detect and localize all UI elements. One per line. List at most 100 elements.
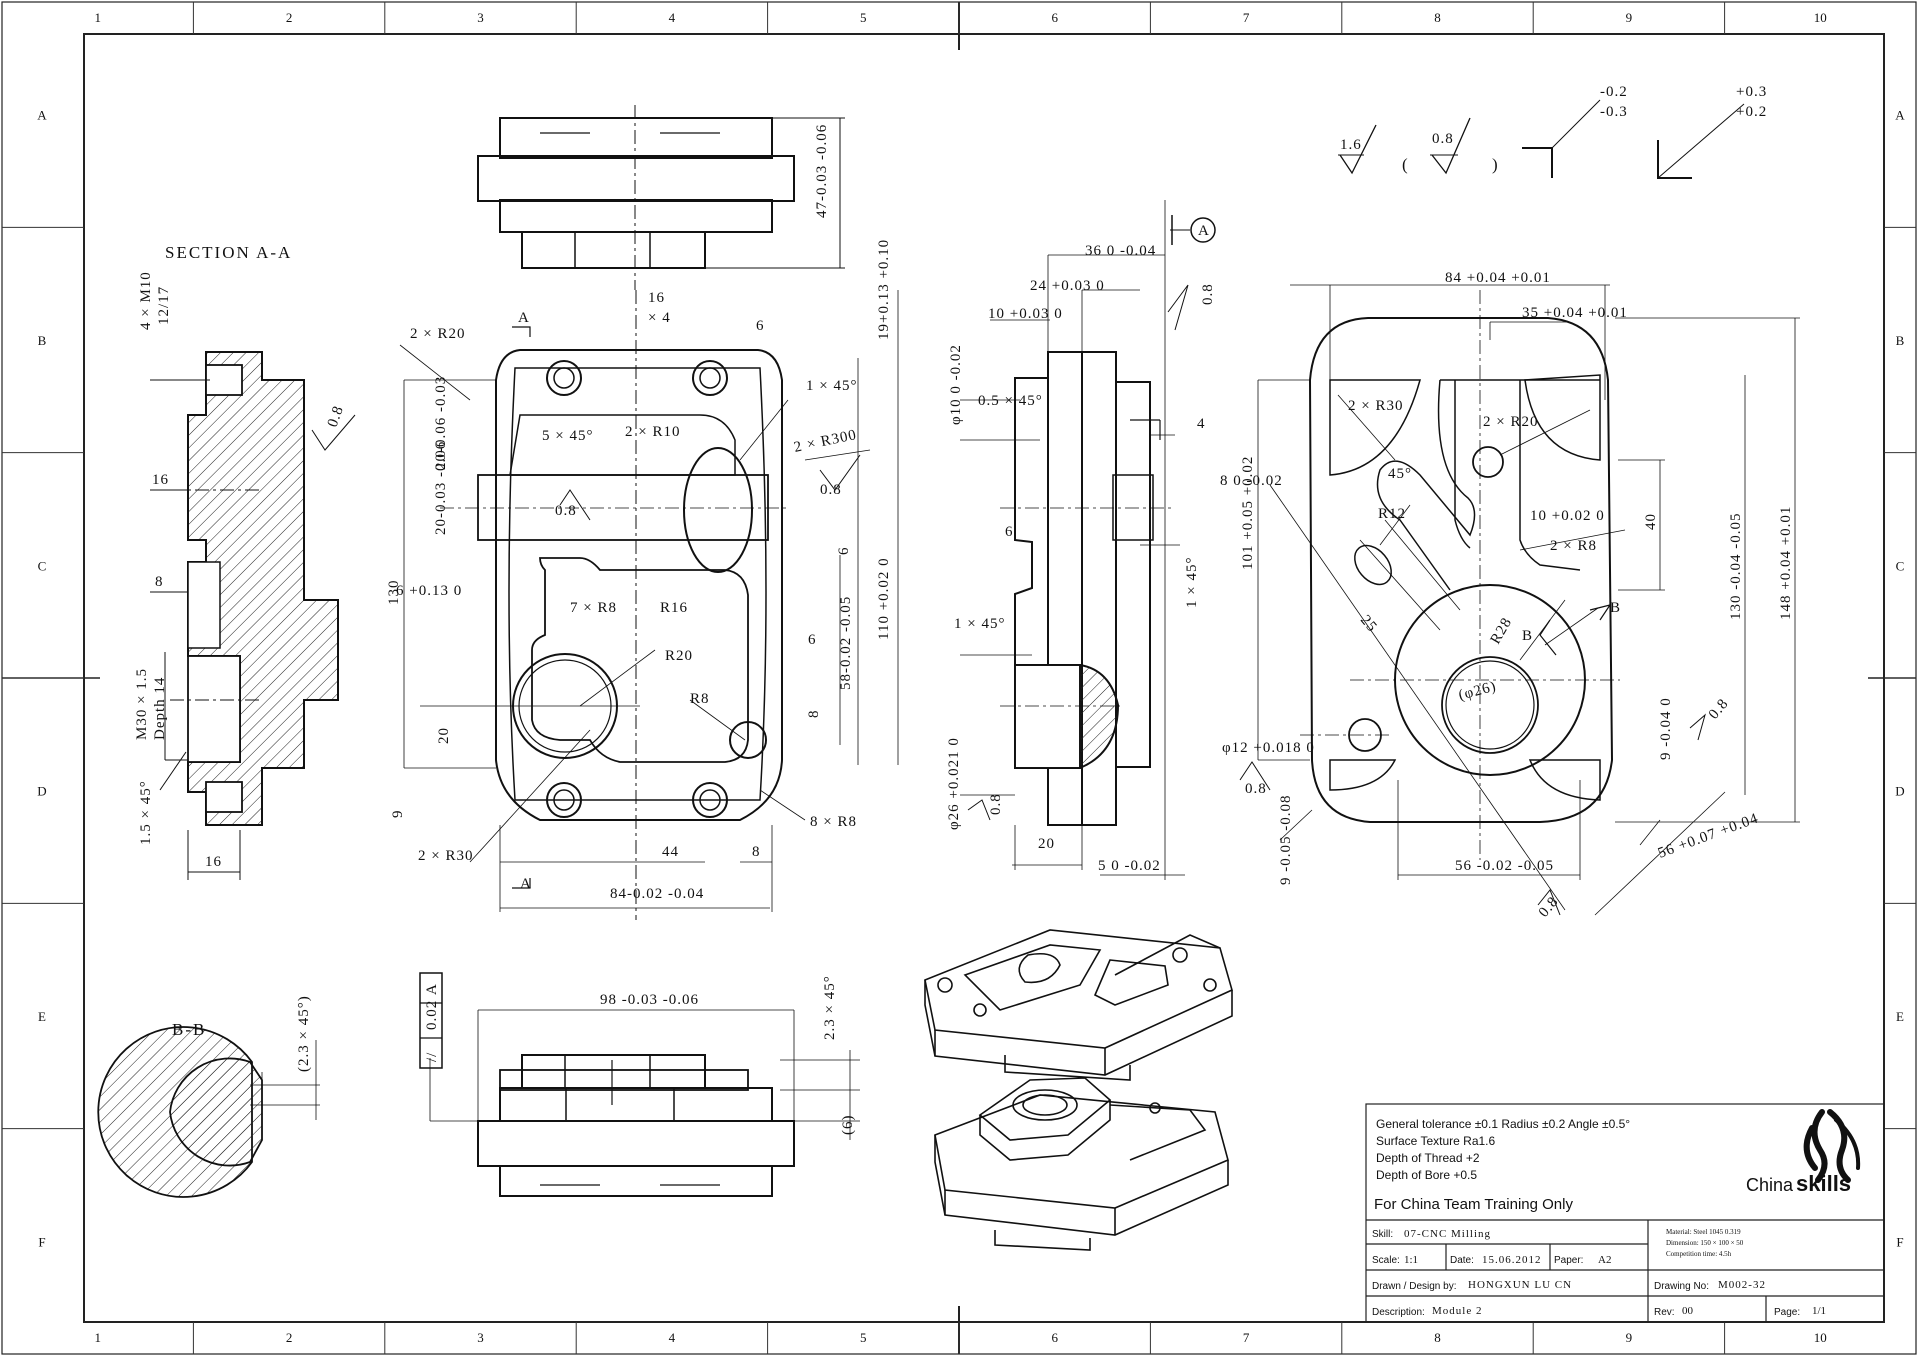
skill-label: Skill: <box>1372 1229 1393 1240</box>
zone-row-label: E <box>1896 1009 1904 1024</box>
zone-row-label: C <box>1896 558 1905 573</box>
zone-column-label: 3 <box>477 10 484 25</box>
back-r12-label: R12 <box>1378 506 1406 522</box>
side-datum-a: A <box>1198 223 1210 239</box>
surface-ra-1-6: 1.6 <box>1340 137 1362 153</box>
surface-paren-close: ) <box>1492 155 1500 174</box>
side-tol-5: 5 0 -0.02 <box>1098 858 1161 874</box>
zone-column-label: 5 <box>860 1330 867 1345</box>
section-aa-dim-8: 8 <box>155 574 164 590</box>
front-dim-6c: 6 <box>808 632 817 648</box>
description-value: Module 2 <box>1432 1305 1482 1317</box>
rev-value: 00 <box>1682 1305 1694 1317</box>
description-label: Description: <box>1372 1307 1425 1318</box>
bottom-view: 98 -0.03 -0.06 2.3 × 45° (6) // 0.02 A <box>419 972 860 1197</box>
side-dim-20: 20 <box>1038 836 1055 852</box>
side-tol-phi10: φ10 0 -0.02 <box>948 344 964 425</box>
front-dim-9: 9 <box>390 810 406 819</box>
top-view: 47-0.03 -0.06 <box>477 105 845 290</box>
zone-row-label: F <box>38 1234 45 1249</box>
side-tol-24: 24 +0.03 0 <box>1030 278 1105 294</box>
section-aa-m30: M30 × 1.5 <box>134 668 150 740</box>
china-skills-logo: China skills <box>1746 1109 1861 1196</box>
parallelism-datum: A <box>424 983 440 995</box>
top-view-height-dim: 47-0.03 -0.06 <box>814 124 830 218</box>
page-value: 1/1 <box>1812 1305 1826 1317</box>
side-tol-phi26: φ26 +0.021 0 <box>946 737 962 830</box>
zone-column-label: 1 <box>94 1330 101 1345</box>
section-aa-dim-16: 16 <box>152 472 169 488</box>
bottom-tol-98: 98 -0.03 -0.06 <box>600 992 699 1008</box>
zone-column-label: 5 <box>860 10 867 25</box>
back-tol-35: 35 +0.04 +0.01 <box>1522 305 1628 321</box>
logo-text-skills: skills <box>1796 1171 1851 1196</box>
drawing-no-value: M002-32 <box>1718 1279 1766 1291</box>
back-tol-56b: 56 +0.07 +0.04 <box>1656 810 1761 861</box>
back-tol-8: 8 0 -0.02 <box>1220 473 1283 489</box>
zone-column-label: 7 <box>1243 1330 1250 1345</box>
front-dim-6: 6 <box>756 318 765 334</box>
date-value: 15.06.2012 <box>1482 1254 1542 1266</box>
edge-tol-lower-b: +0.2 <box>1736 104 1767 120</box>
side-roughness-b: 0.8 <box>988 793 1004 815</box>
front-chamfer-5: 5 × 45° <box>542 428 593 444</box>
front-r20-bore: R20 <box>665 648 693 664</box>
back-tol-phi12: φ12 +0.018 0 <box>1222 740 1315 756</box>
back-roughness-c: 0.8 <box>1536 894 1562 921</box>
material-line-1: Material: Steel 1045 0.319 <box>1666 1228 1741 1236</box>
edge-tol-upper-b: +0.3 <box>1736 84 1767 100</box>
zone-row-label: A <box>37 108 47 123</box>
front-chamfer-1: 1 × 45° <box>806 378 857 394</box>
back-tol-148: 148 +0.04 +0.01 <box>1778 506 1794 620</box>
side-chamfer-1b: 1 × 45° <box>954 616 1005 632</box>
note-thread-depth: Depth of Thread +2 <box>1376 1151 1480 1165</box>
back-tol-101: 101 +0.05 +0.02 <box>1240 456 1256 570</box>
scale-value: 1:1 <box>1404 1254 1418 1266</box>
drawn-value: HONGXUN LU CN <box>1468 1279 1572 1291</box>
front-dim-44: 44 <box>662 844 679 860</box>
zone-row-label: A <box>1895 108 1905 123</box>
back-roughness-b: 0.8 <box>1706 696 1732 723</box>
front-r8-label: R8 <box>690 691 710 707</box>
front-dim-6b: 6 <box>836 547 852 556</box>
front-height-130: 130 <box>386 580 402 606</box>
skill-value: 07-CNC Milling <box>1404 1228 1491 1240</box>
front-dim-20: 20 <box>436 727 452 744</box>
back-roughness-a: 0.8 <box>1245 781 1267 797</box>
back-view: 84 +0.04 +0.01 35 +0.04 +0.01 2 × R30 2 … <box>1220 270 1800 921</box>
logo-text-china: China <box>1746 1175 1794 1195</box>
zone-column-label: 9 <box>1626 1330 1633 1345</box>
front-section-marker-bottom: A <box>520 876 532 892</box>
material-line-3: Competition time: 4.5h <box>1666 1250 1732 1258</box>
front-dim-x4: × 4 <box>648 310 671 326</box>
section-aa-view: SECTION A-A 4 × M10 12/17 16 8 M30 × 1.5… <box>134 243 356 880</box>
section-bb-chamfer: (2.3 × 45°) <box>296 995 312 1072</box>
zone-column-label: 1 <box>94 10 101 25</box>
back-r30-label: 2 × R30 <box>1348 398 1403 414</box>
back-r28-label: R28 <box>1488 615 1516 647</box>
zone-row-label: C <box>38 558 47 573</box>
paper-value: A2 <box>1598 1254 1611 1266</box>
front-dim-8c: 8 <box>806 710 822 719</box>
zone-column-label: 10 <box>1814 1330 1827 1345</box>
zone-column-label: 10 <box>1814 10 1827 25</box>
back-tol-130: 130 -0.04 -0.05 <box>1728 513 1744 621</box>
rev-label: Rev: <box>1654 1307 1675 1318</box>
zone-column-label: 8 <box>1434 10 1441 25</box>
side-view: A 36 0 -0.04 24 +0.03 0 10 +0.03 0 0.8 φ… <box>946 200 1216 880</box>
isometric-view-bottom <box>934 1077 1229 1251</box>
back-r20-label: 2 × R20 <box>1483 414 1538 430</box>
date-label: Date: <box>1450 1255 1474 1266</box>
edge-tol-lower-a: -0.3 <box>1600 104 1628 120</box>
zone-column-label: 2 <box>286 1330 293 1345</box>
parallelism-symbol: // <box>424 1052 440 1062</box>
zone-column-label: 8 <box>1434 1330 1441 1345</box>
front-tol-110: 110 +0.02 0 <box>876 557 892 640</box>
front-section-marker-top: A <box>518 310 530 326</box>
side-roughness-a: 0.8 <box>1200 283 1216 305</box>
zone-column-label: 2 <box>286 10 293 25</box>
front-dim-16: 16 <box>648 290 665 306</box>
surface-ra-0-8: 0.8 <box>1432 131 1454 147</box>
